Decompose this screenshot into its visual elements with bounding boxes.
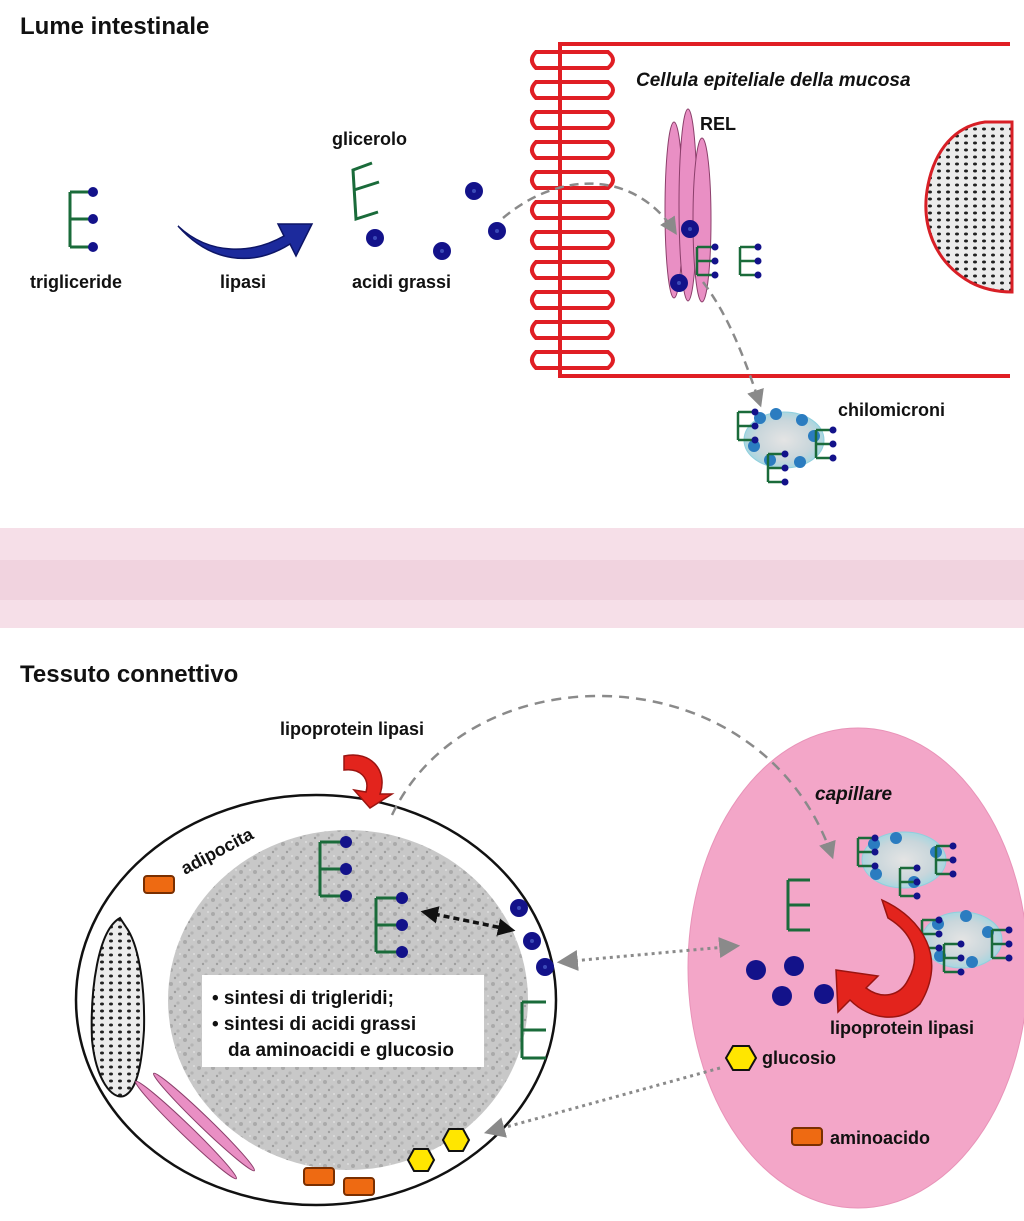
- stored-triglyceride: [374, 892, 408, 958]
- adipocyte-amino-acids: [143, 875, 375, 1196]
- capillary-chylomicron: [856, 831, 957, 900]
- absorption-arrow: [502, 182, 677, 235]
- capillary-label: capillare: [815, 784, 893, 805]
- membrane-glycerol: [520, 1000, 546, 1060]
- lipase-arrow-icon: [177, 223, 314, 260]
- lipase-label: lipasi: [220, 272, 266, 292]
- capillary-chylomicron: [920, 910, 1013, 976]
- synthesis-item-2: • sintesi di acidi grassi: [212, 1014, 416, 1035]
- chylomicron: [736, 408, 837, 486]
- glycerol-molecule: [351, 161, 380, 222]
- section-title-connective: Tessuto connettivo: [20, 661, 238, 688]
- er-fatty-acids: [670, 220, 699, 292]
- rel-label: REL: [700, 114, 736, 134]
- adipocyte-reticulum: [135, 1072, 255, 1180]
- resynthesized-triglyceride: [738, 243, 762, 279]
- fatty-acid-uptake-arrow: [556, 937, 741, 971]
- lpl-top-arrow-icon: [343, 754, 395, 809]
- epithelial-nucleus: [924, 120, 1014, 294]
- synthesis-box: [202, 975, 484, 1067]
- capillary-glycerol: [786, 878, 810, 932]
- separator-band-shade: [0, 560, 1024, 600]
- fatty-acids-label: acidi grassi: [352, 272, 451, 292]
- adipocyte-nucleus: [90, 916, 146, 1098]
- amino-acid-label: aminoacido: [830, 1128, 930, 1148]
- chylomicron-transport-arrow: [390, 694, 836, 860]
- microvilli-inner: [560, 50, 615, 370]
- chylomicron-export-arrow: [701, 281, 764, 408]
- triglyceride-label: trigliceride: [30, 272, 122, 292]
- synthesis-item-1: • sintesi di trigleridi;: [212, 988, 394, 1009]
- resynthesized-triglyceride: [695, 243, 719, 279]
- lpl-top-label: lipoprotein lipasi: [280, 719, 424, 739]
- smooth-endoplasmic-reticulum: [664, 108, 712, 303]
- synthesis-item-3: da aminoacidi e glucosio: [228, 1040, 454, 1061]
- triglyceride-molecule: [68, 187, 98, 252]
- epithelial-cell-membrane: [558, 42, 1010, 378]
- fatty-acid-exchange-arrow: [420, 906, 516, 936]
- epithelial-cell-label: Cellula epiteliale della mucosa: [636, 70, 911, 91]
- glycerol-label: glicerolo: [332, 129, 407, 149]
- lpl-right-arrow-icon: [835, 898, 933, 1018]
- glucose-icon: [724, 1045, 758, 1071]
- chylomicron-label: chilomicroni: [838, 400, 945, 420]
- free-fatty-acids: [366, 182, 506, 260]
- stored-triglyceride: [318, 836, 352, 902]
- section-title-lumen: Lume intestinale: [20, 13, 209, 40]
- glucose-uptake-arrow: [483, 1066, 721, 1138]
- glucose-label: glucosio: [762, 1048, 836, 1068]
- capillary-fatty-acids: [746, 956, 834, 1006]
- amino-acid-icon: [791, 1127, 823, 1146]
- lpl-right-label: lipoprotein lipasi: [830, 1018, 974, 1038]
- microvilli: [530, 50, 560, 370]
- adipocyte-glucose: [406, 1128, 471, 1172]
